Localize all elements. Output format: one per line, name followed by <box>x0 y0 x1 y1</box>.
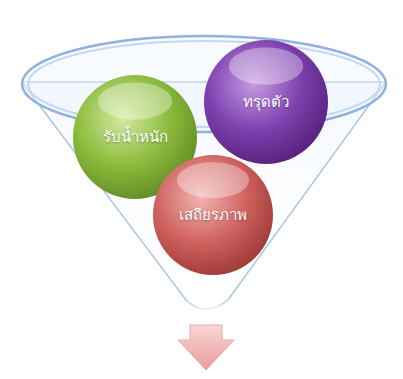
sphere-label: รับน้ำหนัก <box>103 128 168 146</box>
sphere-shine <box>177 162 249 198</box>
sphere-label: ทรุดตัว <box>243 93 289 111</box>
sphere-label: เสถียรภาพ <box>179 206 247 224</box>
sphere-fill <box>153 155 273 275</box>
sphere-shine <box>229 47 303 84</box>
sphere-fill <box>204 40 328 164</box>
down-arrow <box>178 325 234 370</box>
sphere-node: ทรุดตัว <box>204 40 328 164</box>
sphere-shine <box>98 82 172 119</box>
sphere-node: เสถียรภาพ <box>153 155 273 275</box>
